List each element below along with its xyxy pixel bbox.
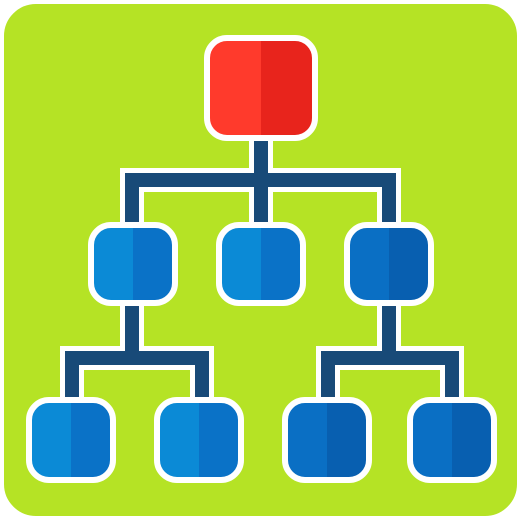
node-root	[204, 35, 318, 141]
node-level2-3	[282, 397, 372, 483]
node-level2-4	[407, 397, 497, 483]
node-level1-center	[216, 222, 306, 306]
node-level2-2	[154, 397, 244, 483]
connector-right-branch	[321, 300, 396, 420]
connector-left-branch	[65, 300, 139, 420]
connector-level1-bar	[125, 173, 396, 250]
node-level2-1	[26, 397, 116, 483]
nodes	[26, 35, 497, 483]
node-level1-left	[88, 222, 178, 306]
node-level1-right	[344, 222, 434, 306]
